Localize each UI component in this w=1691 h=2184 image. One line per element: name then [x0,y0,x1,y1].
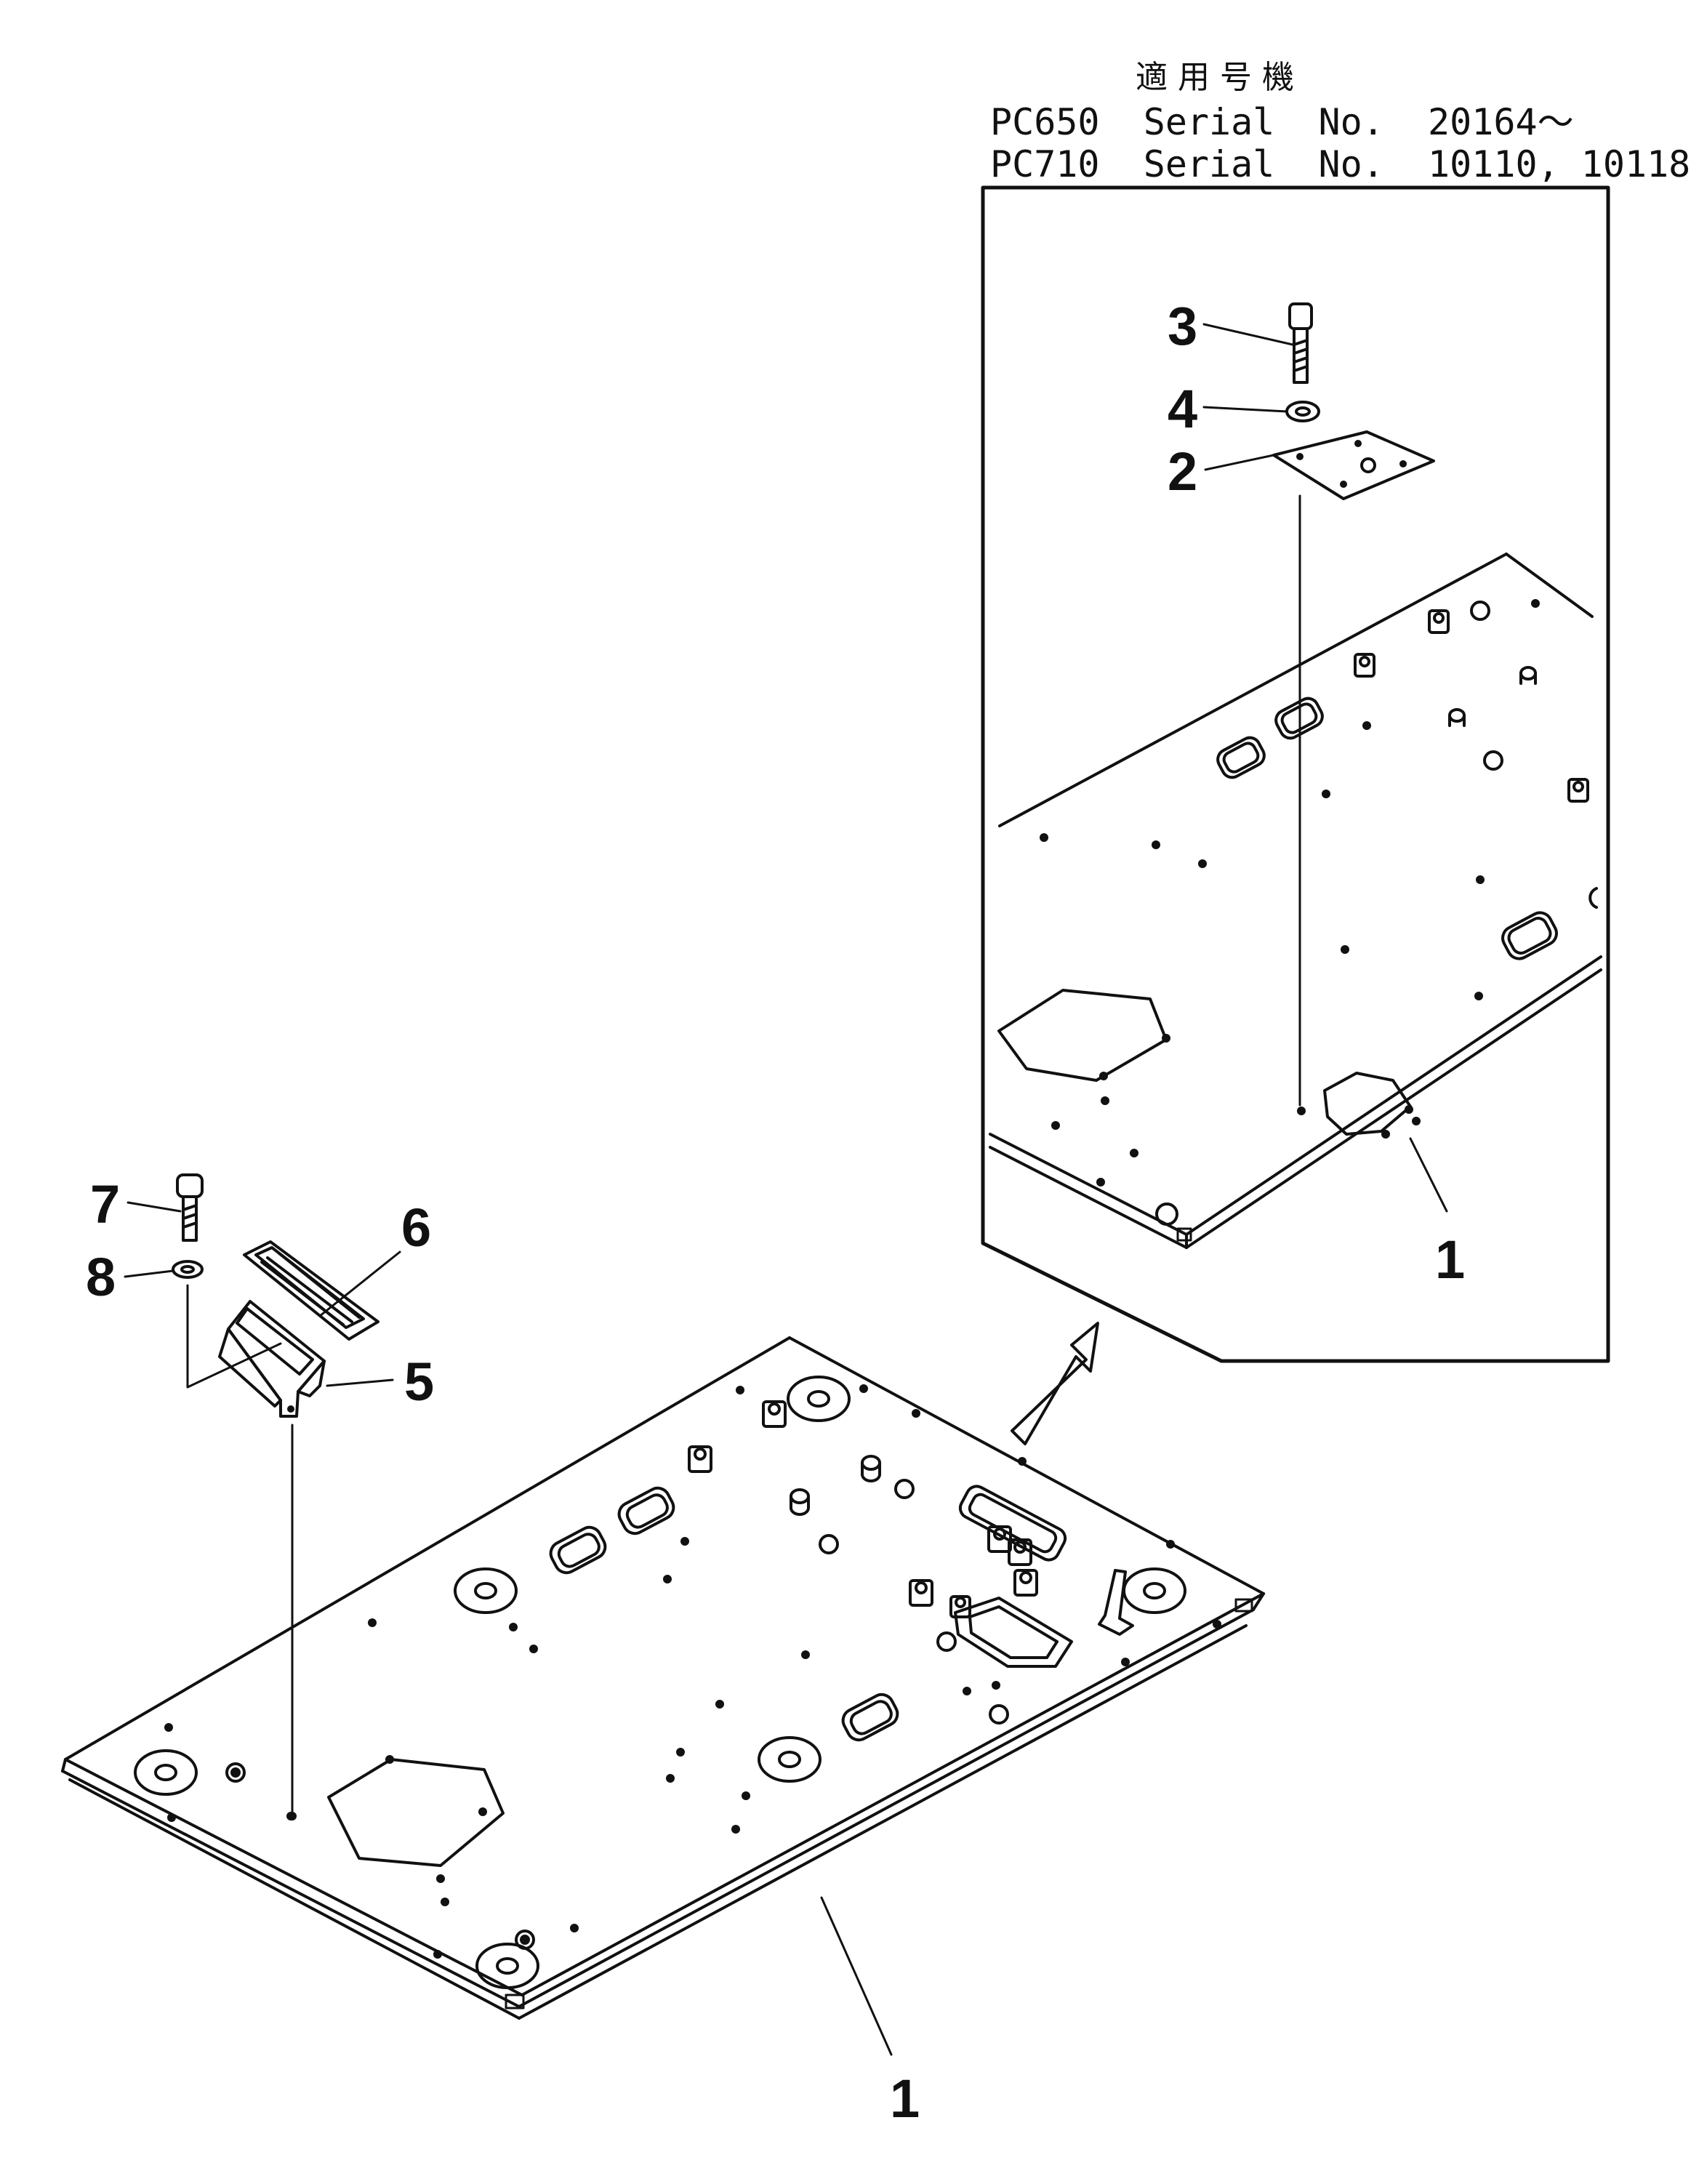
bracket-part-5 [218,1300,326,1418]
plate-boss [1008,1538,1032,1566]
leader-5 [326,1378,394,1387]
leader-1-top [1409,1137,1448,1213]
detail-inset-frame [981,185,1610,1363]
bolt-part-3 [1288,302,1313,384]
inset-opening [1501,911,1558,960]
leader-1-main [820,1896,893,2056]
callout-2: 2 [1168,441,1198,502]
leader-6 [318,1250,401,1317]
cover-plate-part-2 [1272,430,1435,500]
plate-boss [762,1400,787,1428]
plate-opening [617,1486,675,1535]
plate-boss [861,1455,881,1482]
inset-boss [1567,778,1589,803]
inset-boss [1519,666,1537,685]
serial-line-pc710: PC710 Serial No. 10110, 10118～ [990,143,1691,185]
leader-4 [1202,406,1288,413]
callout-1-main: 1 [890,2068,920,2129]
pad-part-6 [243,1240,379,1341]
leader-3 [1202,323,1294,346]
plate-ring-hole [475,1943,539,1989]
plate-ring-hole [758,1736,822,1783]
plate-bracket [1098,1569,1134,1636]
inset-floor-plate [989,553,1602,1249]
inset-boss [1448,708,1466,727]
callout-5: 5 [404,1352,435,1412]
bolt-part-7 [176,1173,204,1242]
inset-boss [1354,653,1375,678]
plate-opening [549,1525,607,1575]
callout-1-inset: 1 [1435,1229,1466,1290]
callout-3: 3 [1168,296,1198,356]
plate-boss [949,1595,971,1618]
plate-boss [790,1488,810,1516]
plate-opening [841,1693,899,1742]
callout-7: 7 [90,1174,121,1234]
detail-direction-arrow [1011,1322,1099,1445]
plate-ring-hole [134,1749,198,1796]
plate-triangle-opening [954,1597,1073,1668]
main-floor-plate [61,1336,1265,2020]
applicable-models-title: 適用号機 [1136,59,1304,96]
inset-bolt-holes [1040,599,1540,1187]
callout-4: 4 [1168,379,1198,439]
plate-ring-hole [787,1376,851,1422]
leader-8 [124,1269,174,1278]
inset-opening [1216,736,1266,779]
inset-opening [1274,696,1324,740]
plate-slot-opening [958,1485,1067,1562]
serial-line-pc650: PC650 Serial No. 20164～ [990,101,1574,143]
plate-ring-hole [454,1567,518,1614]
plate-ring-hole [1122,1567,1186,1614]
assembly-line-left [186,1284,282,1389]
plate-boss [909,1579,933,1607]
inset-boss [1428,609,1450,634]
washer-part-4 [1285,401,1320,422]
plate-boss [688,1445,712,1473]
plate-boss [1013,1569,1038,1597]
leader-7 [126,1201,182,1213]
callout-8: 8 [86,1247,116,1307]
washer-part-8 [172,1260,204,1279]
callout-6: 6 [401,1197,432,1258]
leader-2 [1204,454,1275,471]
plate-bolt-holes [164,1384,1221,1959]
